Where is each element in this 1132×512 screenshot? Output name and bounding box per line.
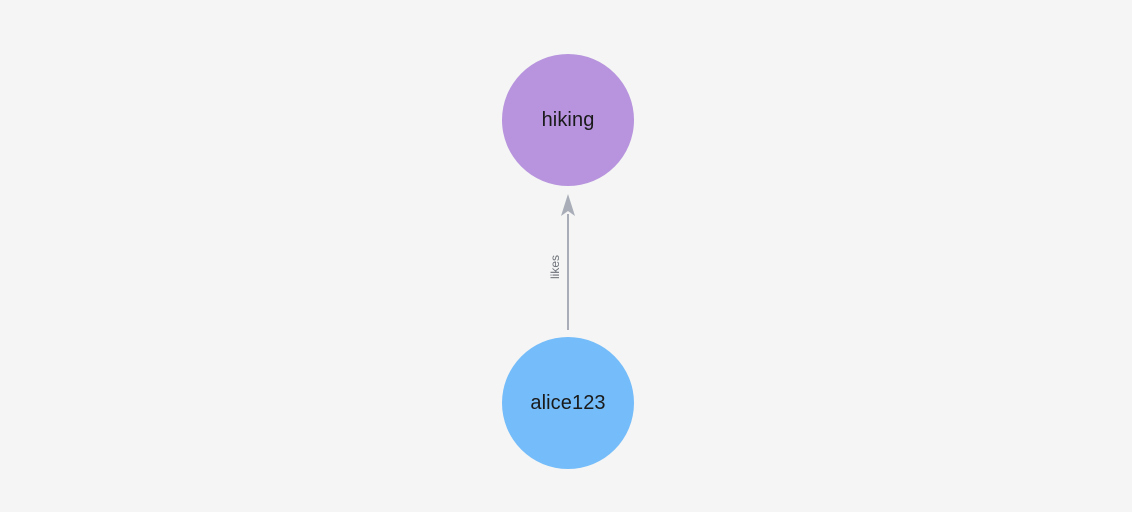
graph-node-hiking[interactable]: hiking <box>502 54 634 186</box>
edge-label-likes: likes <box>548 255 562 280</box>
edge-arrowhead-icon <box>561 194 575 216</box>
node-label-hiking: hiking <box>541 109 595 131</box>
graph-node-alice123[interactable]: alice123 <box>502 337 634 469</box>
node-label-alice123: alice123 <box>530 392 606 414</box>
